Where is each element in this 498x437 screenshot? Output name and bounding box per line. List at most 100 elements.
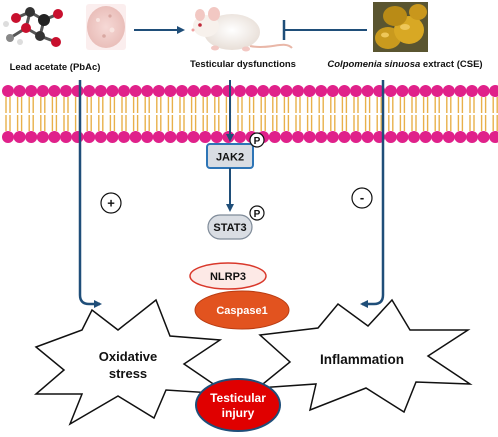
caspase1-label: Caspase1: [216, 305, 267, 317]
lipid-head: [222, 131, 235, 143]
lipid-head: [350, 131, 362, 143]
oxidative-stress-line1: Oxidative: [99, 349, 158, 364]
lipid-head: [210, 131, 223, 143]
lipid-head: [292, 131, 304, 143]
lipid-head: [83, 131, 96, 143]
lipid-head: [268, 131, 281, 143]
lipid-head: [431, 85, 444, 97]
lipid-head: [25, 85, 38, 97]
lipid-head: [36, 131, 49, 143]
lipid-head: [315, 85, 328, 97]
lipid-head: [268, 85, 281, 97]
lipid-head: [396, 131, 409, 143]
lipid-head: [361, 131, 374, 143]
lipid-head: [106, 131, 119, 143]
lipid-head: [361, 85, 374, 97]
lipid-head: [257, 85, 270, 97]
lipid-head: [118, 85, 130, 97]
lipid-head: [13, 85, 26, 97]
lipid-head: [350, 85, 362, 97]
lipid-head: [176, 85, 188, 97]
lipid-head: [94, 85, 107, 97]
lipid-head: [234, 131, 246, 143]
lipid-head: [466, 131, 478, 143]
lipid-head: [71, 131, 84, 143]
nlrp3-label: NLRP3: [210, 271, 246, 283]
jak2-phospho-icon: P: [249, 132, 265, 148]
lipid-head: [36, 85, 49, 97]
lipid-head: [71, 85, 84, 97]
rat-icon: [191, 7, 293, 52]
lipid-head: [199, 131, 212, 143]
lipid-head: [419, 131, 432, 143]
testicular-injury-node: Testicular injury: [195, 378, 281, 432]
lipid-head: [187, 131, 200, 143]
lipid-head: [199, 85, 212, 97]
minus-sign: -: [351, 187, 373, 209]
lipid-head: [489, 85, 498, 97]
oxidative-stress-line2: stress: [109, 366, 147, 381]
lead-acetate-label: Lead acetate (PbAc): [10, 62, 101, 73]
inflammation-burst: Inflammation: [255, 298, 473, 414]
svg-text:P: P: [254, 136, 261, 147]
lipid-head: [245, 85, 258, 97]
plus-sign: +: [100, 192, 122, 214]
lipid-head: [210, 85, 223, 97]
cell-membrane: [2, 85, 498, 143]
lipid-head: [48, 85, 61, 97]
pbac-to-oxidative-arrow: [78, 80, 102, 308]
lipid-head: [60, 131, 72, 143]
lipid-head: [164, 85, 177, 97]
testicular-injury-line1: Testicular: [210, 391, 266, 405]
lipid-head: [234, 85, 246, 97]
lipid-head: [384, 131, 397, 143]
lipid-head: [106, 85, 119, 97]
lipid-head: [280, 85, 293, 97]
lipid-head: [2, 131, 14, 143]
lipid-head: [326, 85, 339, 97]
lipid-head: [431, 131, 444, 143]
lipid-head: [489, 131, 498, 143]
lipid-head: [326, 131, 339, 143]
lipid-head: [187, 85, 200, 97]
lipid-head: [13, 131, 26, 143]
lipid-head: [408, 131, 420, 143]
lipid-head: [164, 131, 177, 143]
lipid-head: [315, 131, 328, 143]
caspase1-node: Caspase1: [194, 290, 290, 330]
lipid-head: [141, 85, 154, 97]
lipid-head: [454, 85, 467, 97]
jak2-node: JAK2: [206, 143, 254, 169]
lipid-head: [303, 85, 316, 97]
lipid-head: [442, 85, 455, 97]
lipid-head: [129, 85, 142, 97]
stat3-label: STAT3: [213, 222, 246, 234]
lipid-head: [384, 85, 397, 97]
lipid-head: [25, 131, 38, 143]
lipid-head: [477, 85, 490, 97]
lipid-head: [303, 131, 316, 143]
cse-label: Colpomenia sinuosa extract (CSE): [327, 59, 482, 70]
lead-acetate-powder-icon: [86, 4, 126, 50]
lipid-head: [118, 131, 130, 143]
cse-to-inflammation-arrow: [360, 80, 385, 308]
lipid-head: [141, 131, 154, 143]
lipid-head: [152, 131, 165, 143]
lipid-head: [222, 85, 235, 97]
svg-text:P: P: [254, 209, 261, 220]
jak2-label: JAK2: [216, 152, 244, 164]
inhibition-line: [282, 20, 367, 40]
lipid-head: [419, 85, 432, 97]
lipid-head: [176, 131, 188, 143]
lead-acetate-molecule-icon: [3, 7, 63, 47]
lipid-head: [466, 85, 478, 97]
svg-text:-: -: [360, 190, 364, 205]
lipid-head: [338, 85, 351, 97]
lipid-head: [60, 85, 72, 97]
lipid-head: [454, 131, 467, 143]
lipid-head: [129, 131, 142, 143]
stat3-phospho-icon: P: [249, 205, 265, 221]
testicular-injury-line2: injury: [222, 406, 255, 420]
